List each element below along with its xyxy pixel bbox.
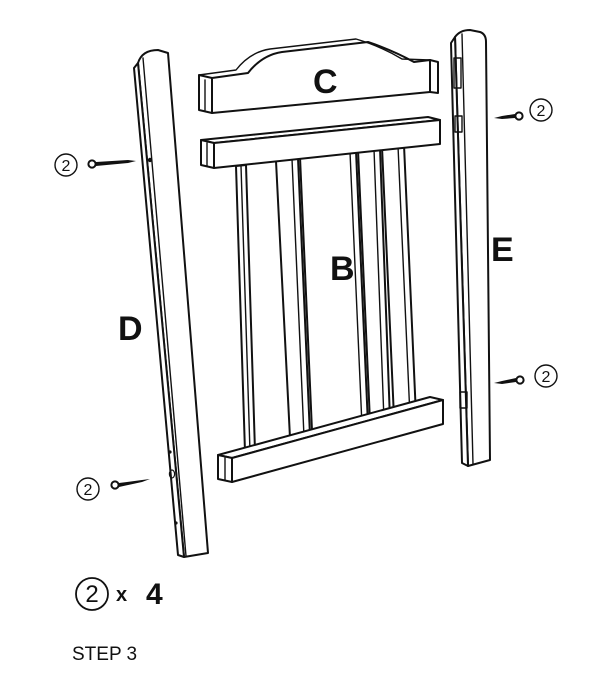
svg-text:2: 2 [537,103,546,120]
part-label-b: B [330,250,355,288]
step-label: STEP 3 [72,644,138,665]
part-label-d: D [118,310,143,348]
svg-text:2: 2 [62,158,71,175]
part-label-e: E [491,231,514,269]
panel-upper-rail [200,116,441,169]
screw [494,375,525,385]
right-post [450,29,491,467]
top-rail [198,38,439,114]
screw-hole [147,157,153,163]
screw [110,479,150,490]
callout-left-bottom: 2 [76,477,100,501]
screw [87,159,136,169]
slat-panel [200,116,444,483]
quantity-note: 2 x 4 [75,577,163,611]
panel-lower-rail [217,396,444,483]
slat [235,164,256,453]
quantity-part-number: 2 [85,581,98,608]
screw [494,111,524,121]
quantity-count: 4 [146,578,163,611]
screw-hole [168,450,172,454]
left-post [133,49,209,558]
screw-hole [168,469,176,479]
callout-left-top: 2 [54,153,78,177]
part-label-c: C [313,63,338,101]
slot [453,57,462,89]
slat [299,150,369,432]
svg-text:2: 2 [84,482,93,499]
screw-hole [174,521,178,525]
slot [459,391,468,409]
callout-right-top: 2 [529,98,553,122]
svg-text:2: 2 [542,369,551,386]
quantity-multiplier: x [116,584,127,606]
slot [454,115,463,133]
callout-right-bottom: 2 [534,364,558,388]
